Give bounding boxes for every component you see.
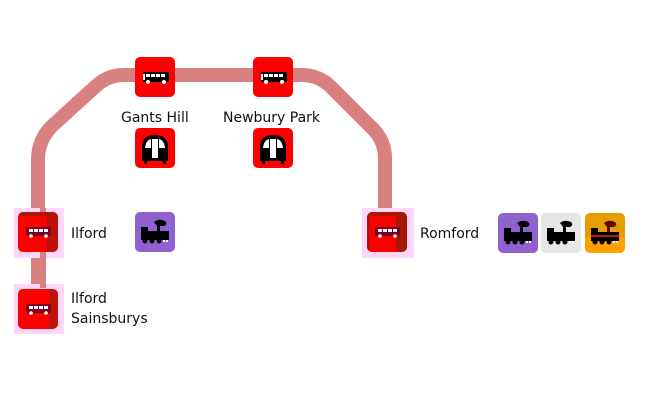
bus-icon bbox=[375, 227, 400, 238]
station-label-romford: Romford bbox=[420, 226, 480, 242]
ilford-sainsburys-bus-icon[interactable] bbox=[18, 289, 58, 329]
romford-bus-icon[interactable] bbox=[367, 212, 407, 252]
bus-icon bbox=[26, 227, 51, 238]
romford-rail-icon-purple[interactable] bbox=[498, 213, 538, 253]
station-label-gants-hill: Gants Hill bbox=[121, 110, 189, 126]
steam-train-icon bbox=[547, 220, 575, 245]
gants-hill-tube-icon[interactable] bbox=[135, 128, 175, 168]
station-label-newbury-park: Newbury Park bbox=[223, 110, 321, 126]
romford-rail-icon-orange[interactable] bbox=[585, 213, 625, 253]
romford-rail-icon-grey[interactable] bbox=[541, 213, 581, 253]
newbury-park-bus-icon[interactable] bbox=[253, 57, 293, 97]
bus-icon bbox=[143, 72, 169, 84]
tube-train-icon bbox=[260, 135, 286, 164]
station-label-ilford: Ilford bbox=[71, 226, 107, 242]
ilford-rail-icon[interactable] bbox=[135, 212, 175, 252]
station-label-ilford-sainsburys-line2: Sainsburys bbox=[71, 311, 148, 327]
newbury-park-tube-icon[interactable] bbox=[253, 128, 293, 168]
route-line bbox=[31, 68, 392, 305]
steam-train-icon bbox=[141, 219, 169, 244]
gants-hill-bus-icon[interactable] bbox=[135, 57, 175, 97]
steam-train-icon bbox=[591, 220, 619, 245]
station-label-ilford-sainsburys-line1: Ilford bbox=[71, 291, 107, 307]
bus-icon bbox=[26, 304, 51, 315]
bus-icon bbox=[261, 72, 287, 84]
tube-train-icon bbox=[142, 135, 168, 164]
steam-train-icon bbox=[504, 220, 532, 245]
ilford-bus-icon[interactable] bbox=[18, 212, 58, 252]
